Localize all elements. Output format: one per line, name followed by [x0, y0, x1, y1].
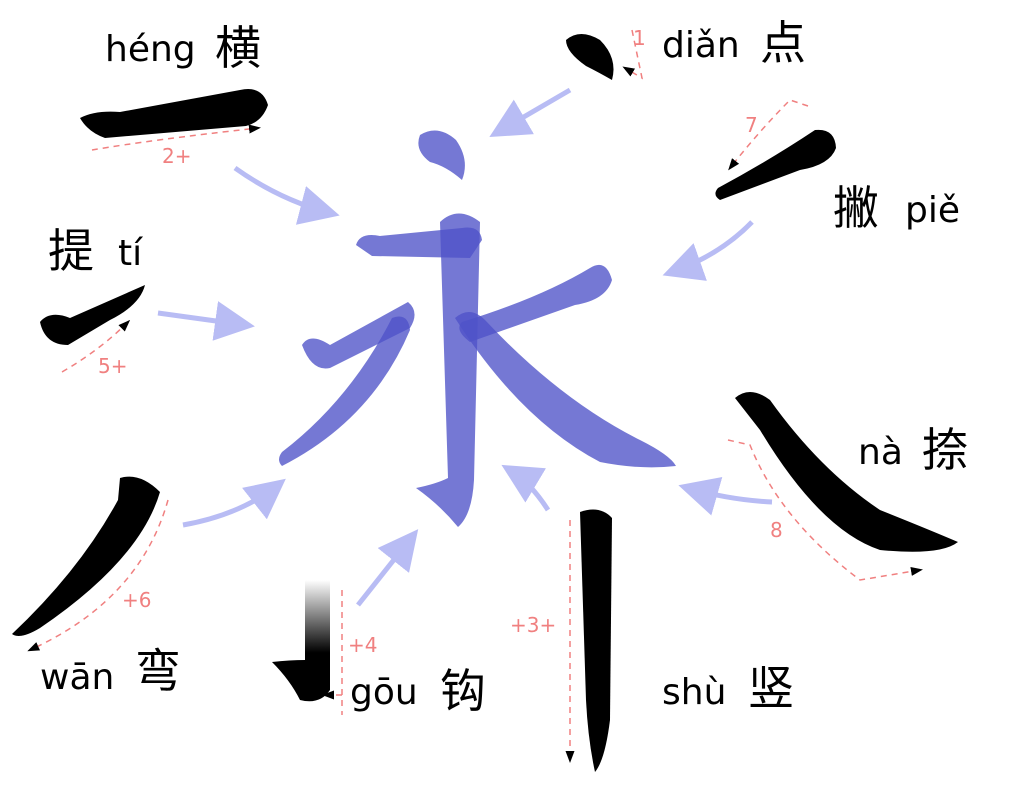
order-shu: +3+	[510, 613, 557, 637]
wan-stroke	[12, 476, 160, 636]
arrow-ti	[157, 301, 255, 341]
order-pie: 7	[745, 113, 758, 137]
blue-dian-stroke	[418, 130, 465, 180]
order-gou: +4	[348, 633, 378, 657]
arrow-gou	[356, 529, 419, 607]
arrow-pie	[662, 220, 754, 281]
arrow-shu	[501, 464, 551, 512]
shu-hanzi: 竖	[748, 661, 794, 715]
arrows	[157, 87, 773, 607]
arrow-wan	[182, 478, 286, 528]
wan-pinyin: wān	[40, 657, 115, 698]
dian-hanzi: 点	[760, 16, 806, 70]
pie-hanzi: 撇	[833, 181, 879, 235]
pie-pinyin: piě	[905, 190, 961, 231]
gou-hanzi: 钩	[440, 664, 486, 718]
dian-stroke	[566, 34, 614, 80]
blue-na-stroke	[455, 311, 676, 468]
wan-hanzi: 弯	[135, 644, 181, 698]
arrow-heng	[233, 165, 340, 225]
heng-stroke	[80, 89, 268, 138]
order-na: 8	[770, 518, 783, 542]
yong-character	[279, 130, 676, 527]
shu-pinyin: shù	[662, 672, 727, 713]
blue-ti-stroke	[302, 302, 415, 369]
na-pinyin: nà	[858, 432, 903, 473]
order-wan: +6	[122, 588, 152, 612]
blue-pie-stroke	[459, 264, 612, 342]
arrow-dian	[489, 87, 572, 138]
ti-hanzi: 提	[48, 224, 94, 278]
blue-wan-stroke	[279, 316, 410, 466]
shu-stroke	[580, 509, 612, 772]
order-heng: 2+	[162, 144, 192, 168]
arrow-na	[678, 477, 773, 516]
gou-pinyin: gōu	[350, 672, 418, 713]
blue-shu-gou-stroke	[416, 213, 480, 527]
ti-stroke	[40, 285, 145, 345]
gou-stroke	[272, 580, 330, 702]
pie-stroke	[715, 129, 836, 200]
heng-pinyin: héng	[105, 29, 196, 70]
black-strokes	[12, 34, 958, 772]
na-hanzi: 捺	[922, 423, 968, 477]
heng-hanzi: 横	[215, 21, 261, 75]
order-ti: 5+	[98, 354, 128, 378]
order-dian: 1	[633, 26, 646, 50]
stroke-guides	[27, 29, 923, 763]
dian-pinyin: diǎn	[662, 25, 740, 66]
na-stroke	[735, 391, 958, 552]
ti-pinyin: tí	[118, 233, 143, 274]
